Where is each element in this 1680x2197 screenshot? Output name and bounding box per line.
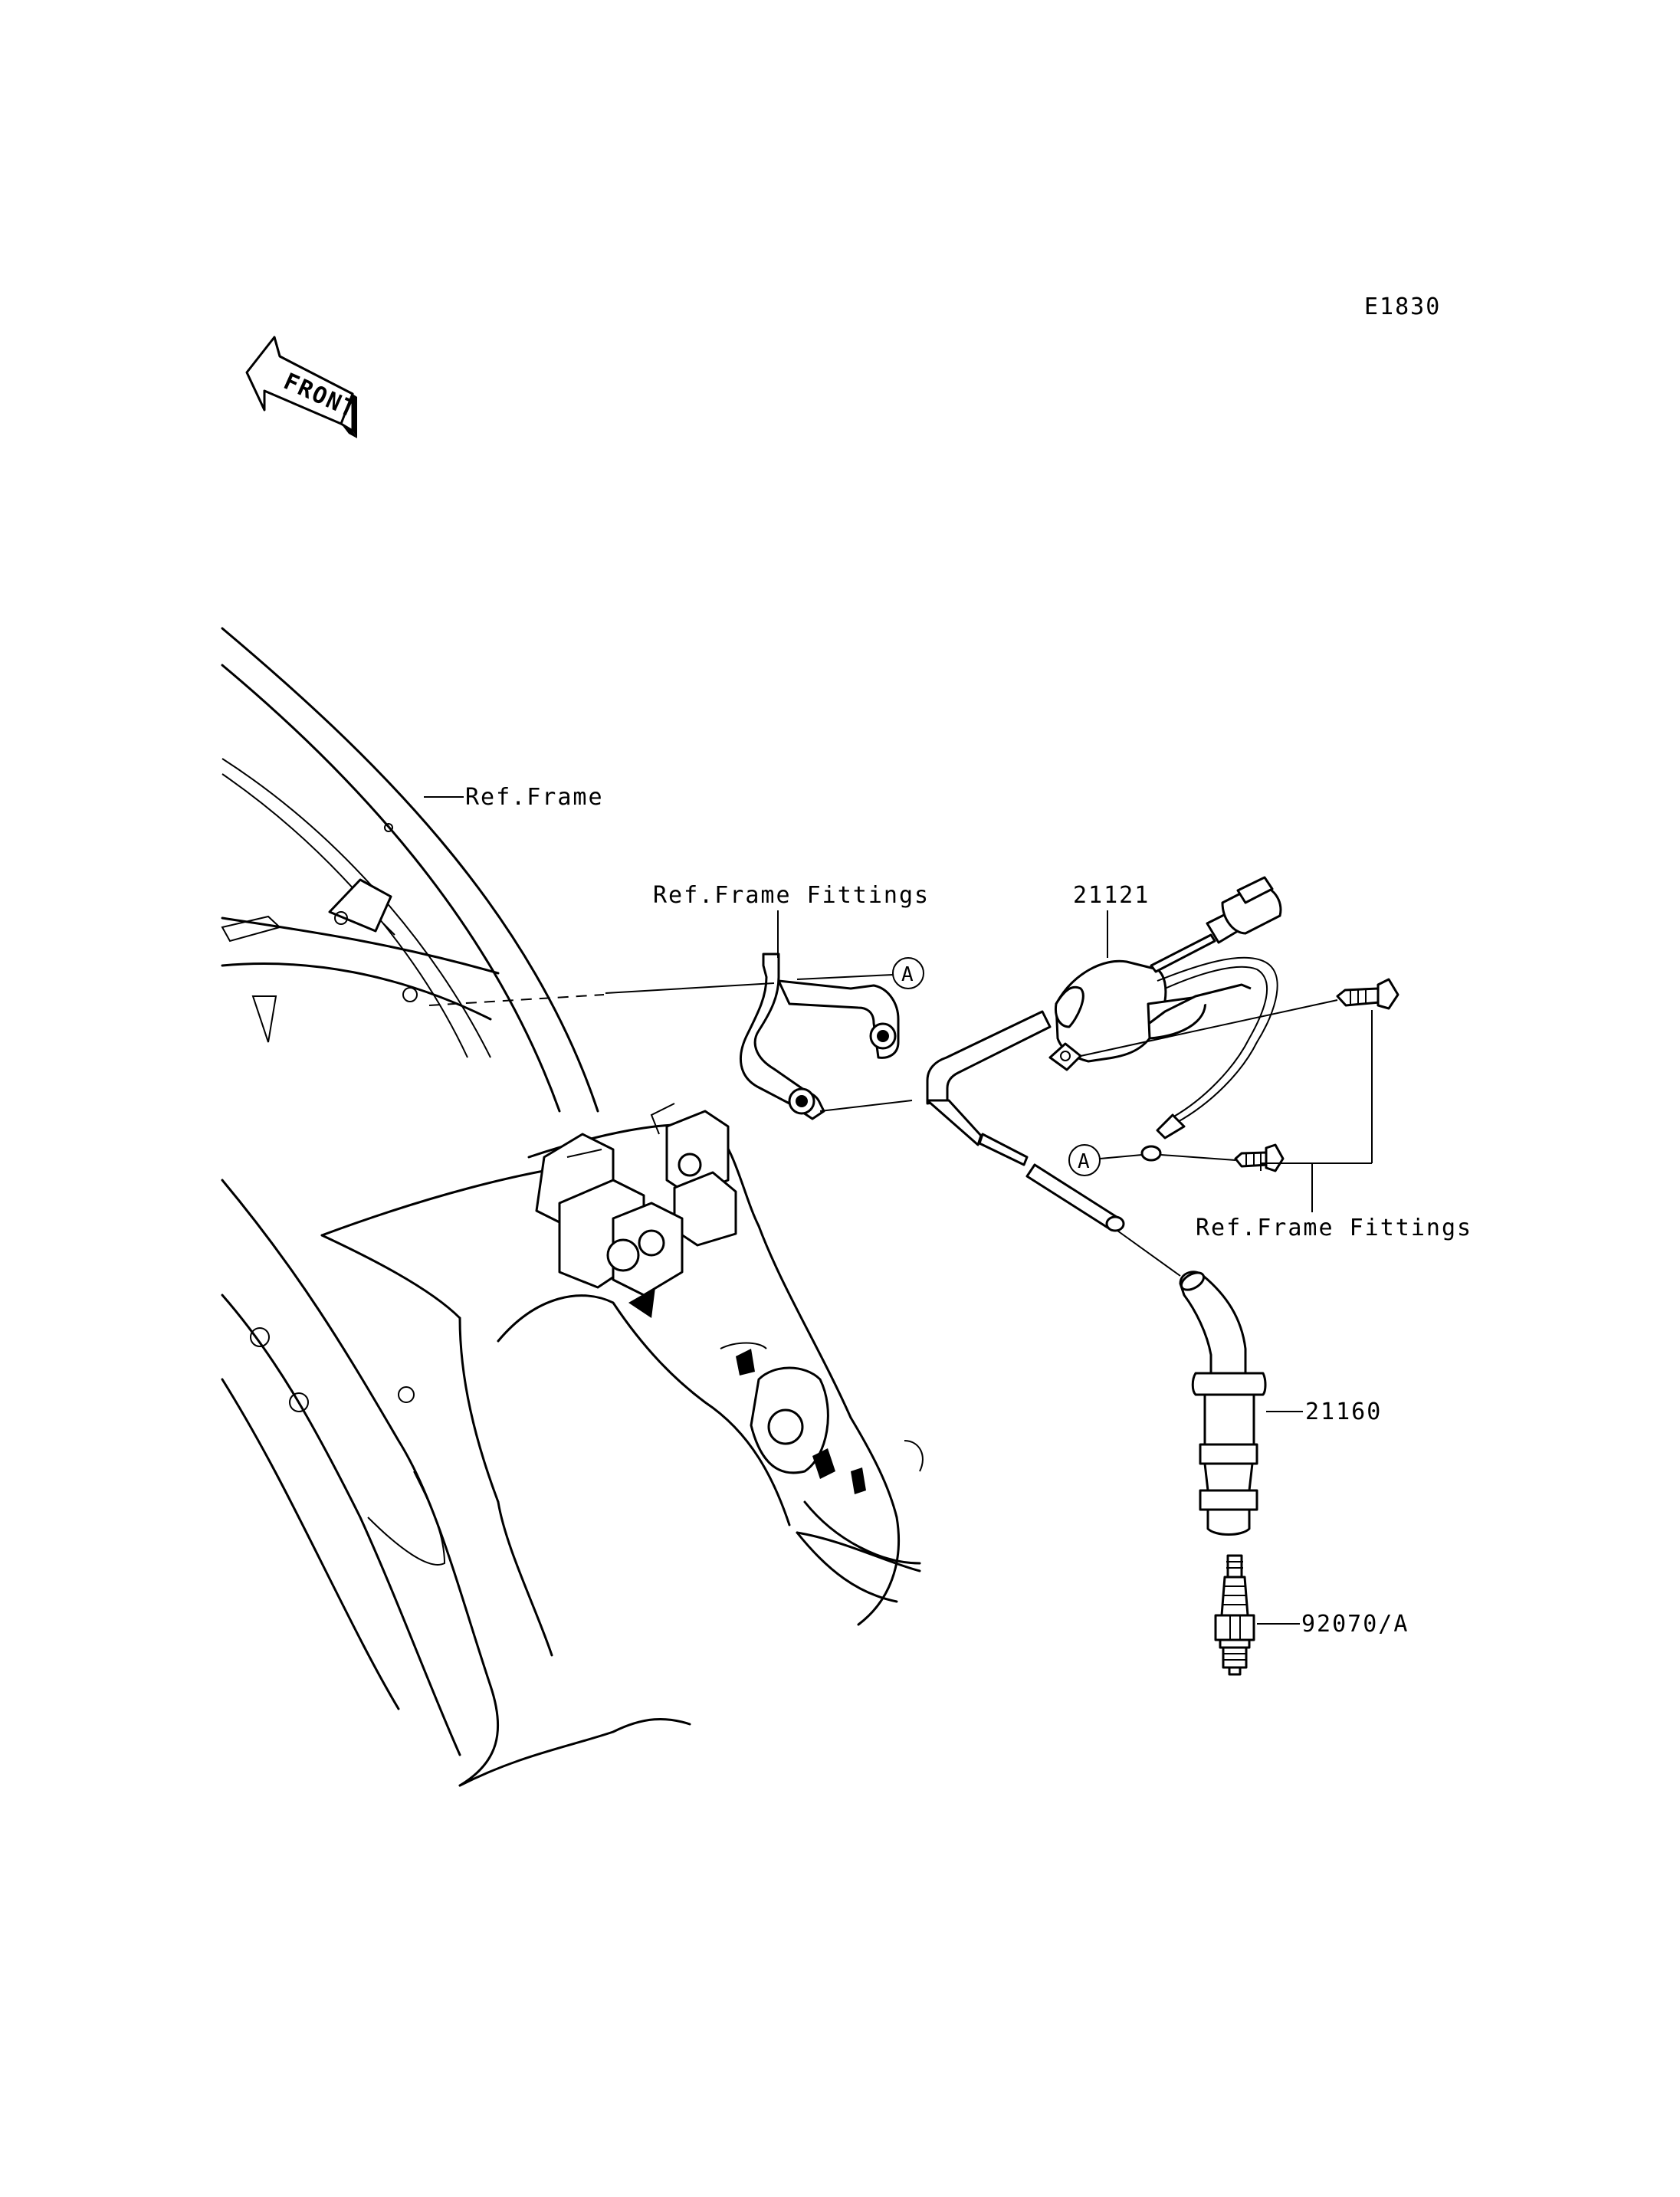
reference-marker-a-bracket: A bbox=[892, 957, 924, 989]
ref-frame-fittings-bolts-label: Ref.Frame Fittings bbox=[1196, 1215, 1472, 1241]
front-direction-arrow-icon: FRONT bbox=[245, 336, 361, 438]
coil-mounting-bracket bbox=[739, 953, 900, 1120]
upper-bolt-to-coil-line bbox=[1080, 999, 1338, 1057]
reference-marker-a-ground-label: A bbox=[1078, 1150, 1090, 1173]
plug-cap-label: 21160 bbox=[1305, 1399, 1382, 1425]
bracket-to-marker-line bbox=[605, 974, 894, 994]
spark-plug-label: 92070/A bbox=[1301, 1611, 1409, 1638]
lead-to-plug-cap-line bbox=[1117, 1230, 1181, 1277]
bracket-to-coil-line bbox=[819, 1100, 913, 1112]
ignition-coil-label: 21121 bbox=[1073, 882, 1150, 909]
reference-marker-a-bracket-label: A bbox=[901, 963, 914, 986]
reference-marker-a-ground: A bbox=[1068, 1144, 1101, 1176]
ref-frame-label: Ref.Frame bbox=[465, 784, 604, 811]
spark-plug bbox=[1214, 1554, 1255, 1676]
ground-marker-leader bbox=[1099, 1154, 1143, 1159]
ref-frame-fittings-bracket-label: Ref.Frame Fittings bbox=[653, 882, 930, 909]
ground-bolt-to-terminal-line bbox=[1160, 1154, 1236, 1161]
ref-frame-fittings-bolts-leader bbox=[1260, 1010, 1373, 1212]
coil-mounting-bolt-upper bbox=[1336, 978, 1399, 1010]
coil-ground-bolt bbox=[1234, 1143, 1285, 1172]
frame-outline bbox=[221, 627, 924, 1787]
ignition-coil bbox=[926, 876, 1282, 1232]
spark-plug-cap bbox=[1179, 1271, 1267, 1536]
diagram-code: E1830 bbox=[1364, 293, 1441, 320]
